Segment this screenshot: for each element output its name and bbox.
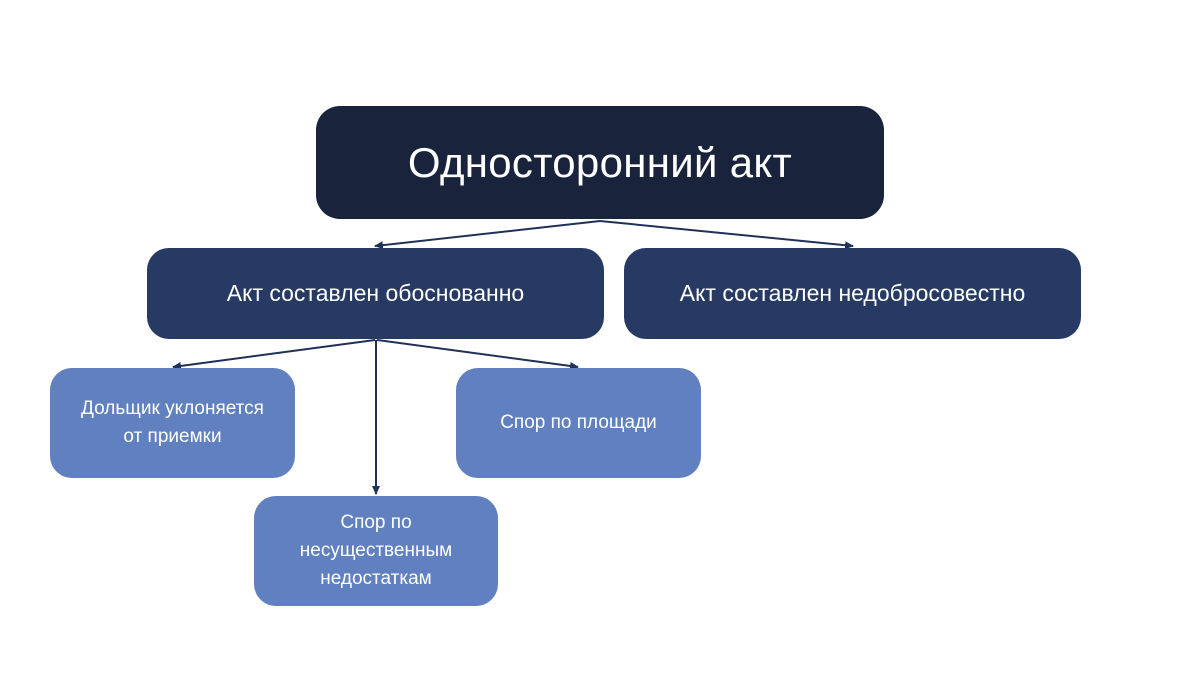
- node-area-dispute-label: Спор по площади: [500, 412, 657, 433]
- edge-justified-to-area: [376, 339, 579, 370]
- node-unilateral-act: Односторонний акт: [316, 106, 884, 219]
- node-act-justified-label: Акт составлен обоснованно: [226, 280, 525, 306]
- node-unilateral-act-label: Односторонний акт: [407, 138, 793, 186]
- edge-root-to-unfair: [599, 220, 854, 250]
- node-act-justified: Акт составлен обоснованно: [147, 248, 604, 339]
- edge-root-to-justified: [374, 220, 601, 250]
- node-act-unfair-label: Акт составлен недобросовестно: [679, 280, 1026, 306]
- node-minor-defects-dispute-label: Спор по несущественным недостаткам: [299, 512, 453, 589]
- node-area-dispute: Спор по площади: [456, 368, 701, 478]
- edge-justified-to-evades: [172, 339, 376, 370]
- node-minor-defects-dispute: Спор по несущественным недостаткам: [254, 496, 498, 606]
- node-shareholder-evades-label: Дольщик уклоняется от приемки: [81, 398, 264, 447]
- node-shareholder-evades: Дольщик уклоняется от приемки: [50, 368, 295, 478]
- node-act-unfair: Акт составлен недобросовестно: [624, 248, 1081, 339]
